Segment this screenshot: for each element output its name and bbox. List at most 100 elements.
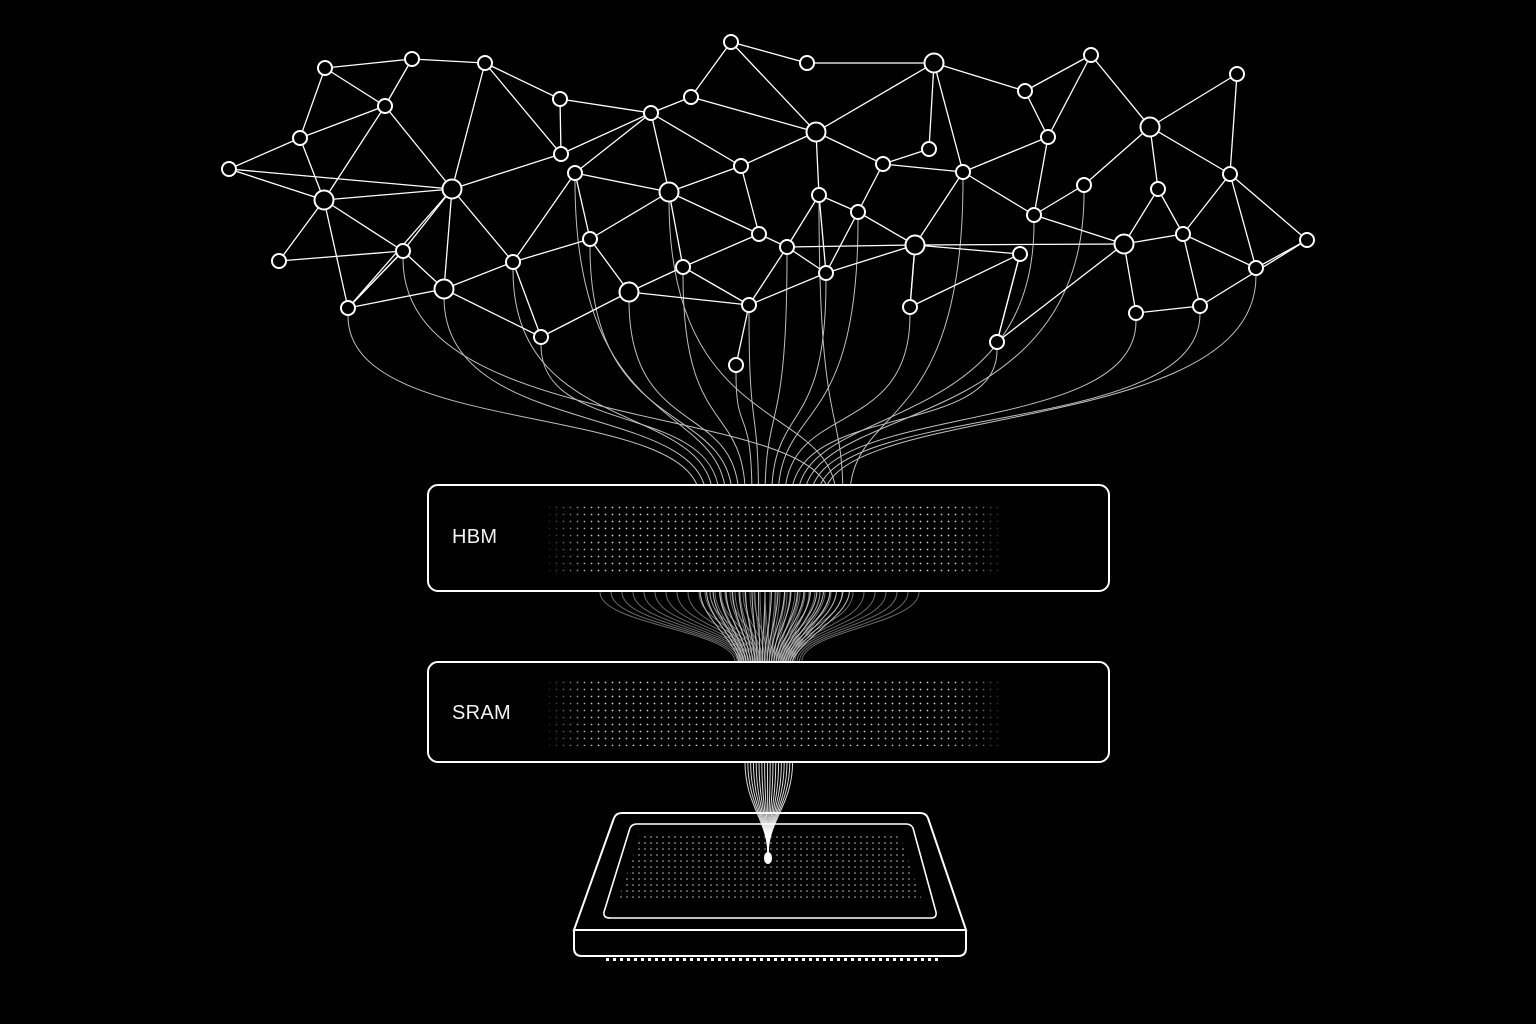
graph-edge <box>1135 305 1201 314</box>
chip-pin <box>613 958 616 961</box>
graph-node <box>582 231 598 247</box>
graph-edge <box>512 238 591 263</box>
chip-pin <box>760 958 763 961</box>
data-stream <box>676 591 752 663</box>
chip-pin <box>732 958 735 961</box>
graph-node <box>733 158 749 174</box>
data-stream <box>589 246 752 671</box>
data-stream <box>787 591 854 663</box>
graph-edge <box>384 105 453 190</box>
data-stream <box>742 591 766 663</box>
data-stream <box>794 591 887 663</box>
graph-node <box>271 253 287 269</box>
graph-node <box>1175 226 1191 242</box>
data-stream <box>782 591 832 663</box>
graph-edge <box>323 105 386 201</box>
graph-node <box>433 278 455 300</box>
graph-edge <box>786 244 916 248</box>
graph-edge <box>1182 173 1231 235</box>
data-stream <box>780 591 821 663</box>
chip-pin <box>837 958 840 961</box>
graph-node <box>567 165 583 181</box>
graph-edge <box>589 238 630 293</box>
chip-pin <box>697 958 700 961</box>
graph-edge <box>1090 54 1151 128</box>
data-stream <box>774 192 1085 671</box>
chip-pin <box>739 958 742 961</box>
chip-pin <box>627 958 630 961</box>
graph-edge <box>451 188 514 263</box>
chip-pin <box>690 958 693 961</box>
graph-edge <box>825 244 916 274</box>
graph-edge <box>690 96 817 133</box>
chip-pin <box>634 958 637 961</box>
chip-pin <box>781 958 784 961</box>
graph-edge <box>740 131 817 167</box>
data-stream <box>768 314 911 671</box>
graph-edge <box>484 62 562 155</box>
graph-edge <box>996 243 1125 343</box>
graph-edge <box>299 67 326 139</box>
chip-pin <box>872 958 875 961</box>
graph-node <box>404 51 420 67</box>
graph-edge <box>1083 126 1151 186</box>
data-stream <box>574 180 750 671</box>
graph-edge <box>628 291 750 306</box>
graph-node <box>313 189 335 211</box>
chip-pins <box>606 958 938 961</box>
graph-node <box>741 297 757 313</box>
data-stream <box>735 372 759 671</box>
chip-pin <box>802 958 805 961</box>
data-stream <box>621 591 741 663</box>
graph-node <box>441 178 463 200</box>
graph-edge <box>299 137 325 201</box>
data-stream <box>773 591 788 663</box>
graph-node <box>751 226 767 242</box>
network-graph <box>221 34 1315 373</box>
chip-pin <box>921 958 924 961</box>
graph-edge <box>815 131 820 196</box>
graph-edge <box>1123 243 1137 314</box>
graph-node <box>955 164 971 180</box>
chip-pin <box>718 958 721 961</box>
chip-pin <box>676 958 679 961</box>
graph-node <box>923 52 945 74</box>
graph-edge <box>402 188 453 252</box>
graph-node <box>805 121 827 143</box>
graph-edge <box>540 291 630 338</box>
chip-pin <box>816 958 819 961</box>
data-stream <box>764 591 770 663</box>
sram-block <box>427 661 1110 763</box>
graph-edge <box>574 112 652 174</box>
graph-edge <box>748 272 827 306</box>
chip-pin <box>823 958 826 961</box>
graph-edge <box>882 163 964 173</box>
graph-node <box>553 146 569 162</box>
chip-pin <box>886 958 889 961</box>
chip-die-grid <box>618 836 922 900</box>
chip-pin <box>662 958 665 961</box>
chip-pin <box>774 958 777 961</box>
graph-node <box>477 55 493 71</box>
data-stream <box>778 591 810 663</box>
graph-node <box>658 181 680 203</box>
chip-pin <box>655 958 658 961</box>
graph-edge <box>323 188 453 201</box>
graph-edge <box>730 41 808 64</box>
data-stream <box>753 591 768 663</box>
graph-node <box>1299 232 1315 248</box>
data-stream <box>776 320 1137 671</box>
data-stream <box>654 591 747 663</box>
graph-edge <box>682 266 750 306</box>
graph-edge <box>443 288 542 338</box>
graph-edge <box>278 250 404 262</box>
graph-edge <box>443 188 453 290</box>
data-stream <box>402 258 831 671</box>
chip-pin <box>606 958 609 961</box>
data-stream <box>632 591 743 663</box>
hbm-block <box>427 484 1110 592</box>
chip-pin <box>830 958 833 961</box>
graph-edge <box>1149 73 1238 128</box>
data-stream <box>709 591 759 663</box>
data-stream <box>781 275 1257 671</box>
